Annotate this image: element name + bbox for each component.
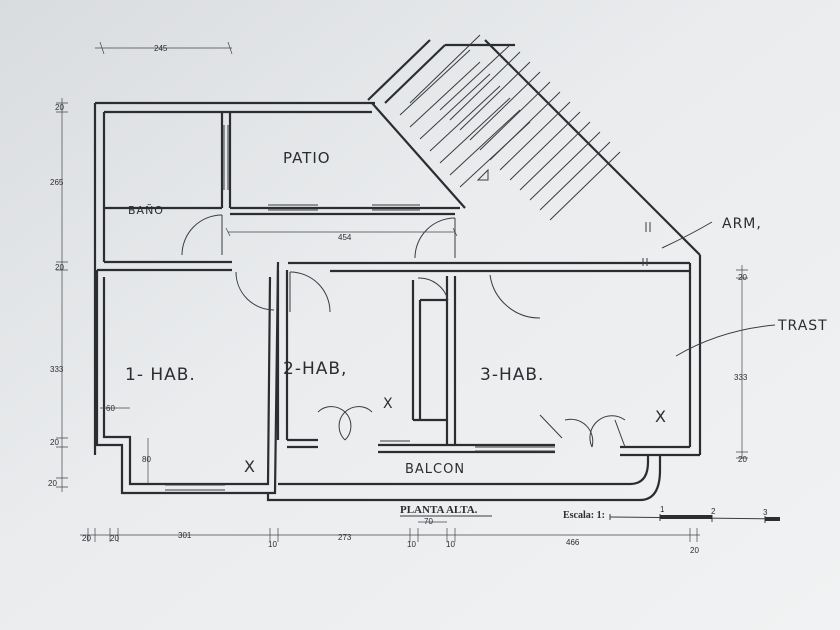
room-label-hab2: 2-HAB, xyxy=(283,359,347,379)
scale-tick-label: 1 xyxy=(660,505,665,514)
dim-left: 20 xyxy=(50,438,59,447)
dim-balcony-gap: 70 xyxy=(424,517,433,526)
mark-x: X xyxy=(383,396,394,412)
room-label-hab1: 1- HAB. xyxy=(125,365,196,385)
arm-leader xyxy=(661,221,713,249)
plan-title: PLANTA ALTA. xyxy=(400,504,478,516)
dim-bottom: 301 xyxy=(178,531,192,540)
dim-window-width: 60 xyxy=(106,404,115,413)
dimension-lines xyxy=(56,41,748,542)
scale-tick-label: 3 xyxy=(763,508,768,517)
trast-leader xyxy=(675,324,776,357)
dim-corridor: 454 xyxy=(338,233,352,242)
dim-top: 245 xyxy=(154,44,168,53)
dim-left: 20 xyxy=(55,263,64,272)
scale-bar xyxy=(609,514,781,523)
dim-left: 20 xyxy=(48,479,57,488)
dim-bottom: 466 xyxy=(566,538,580,547)
dim-left: 20 xyxy=(55,103,64,112)
dimension-labels: 245 20 265 20 333 20 20 20 333 20 454 20… xyxy=(48,44,748,555)
armario-marks xyxy=(642,222,651,266)
dim-right: 20 xyxy=(738,455,747,464)
dim-left: 265 xyxy=(50,178,64,187)
room-label-bano: BAÑO xyxy=(128,204,164,217)
door-swings xyxy=(181,214,626,448)
scale-label: Escala: 1: xyxy=(563,510,605,521)
dim-bottom: 20 xyxy=(110,534,119,543)
annotation-arm: ARM, xyxy=(722,216,762,232)
staircase xyxy=(399,34,621,221)
windows xyxy=(165,125,555,491)
dim-right: 20 xyxy=(738,273,747,282)
walls xyxy=(93,39,702,502)
dim-right: 333 xyxy=(734,373,748,382)
dim-bottom: 10 xyxy=(446,540,455,549)
dim-bottom: 10 xyxy=(268,540,277,549)
scale-tick-label: 2 xyxy=(711,507,716,516)
mark-x: X xyxy=(244,457,256,476)
room-label-patio: PATIO xyxy=(283,149,331,167)
annotation-trast: TRAST xyxy=(777,318,828,334)
dim-left: 333 xyxy=(50,365,64,374)
cross-marks: X X X xyxy=(244,396,667,476)
mark-x: X xyxy=(655,407,667,426)
room-label-hab3: 3-HAB. xyxy=(480,365,544,385)
dim-bottom: 10 xyxy=(407,540,416,549)
room-labels: PATIO BAÑO 1- HAB. 2-HAB, 3-HAB. BALCON … xyxy=(125,149,828,477)
dim-bottom: 20 xyxy=(82,534,91,543)
dim-bottom: 273 xyxy=(338,533,352,542)
dim-window-height: 80 xyxy=(142,455,151,464)
room-label-balcon: BALCON xyxy=(405,462,465,477)
dim-bottom: 20 xyxy=(690,546,699,555)
